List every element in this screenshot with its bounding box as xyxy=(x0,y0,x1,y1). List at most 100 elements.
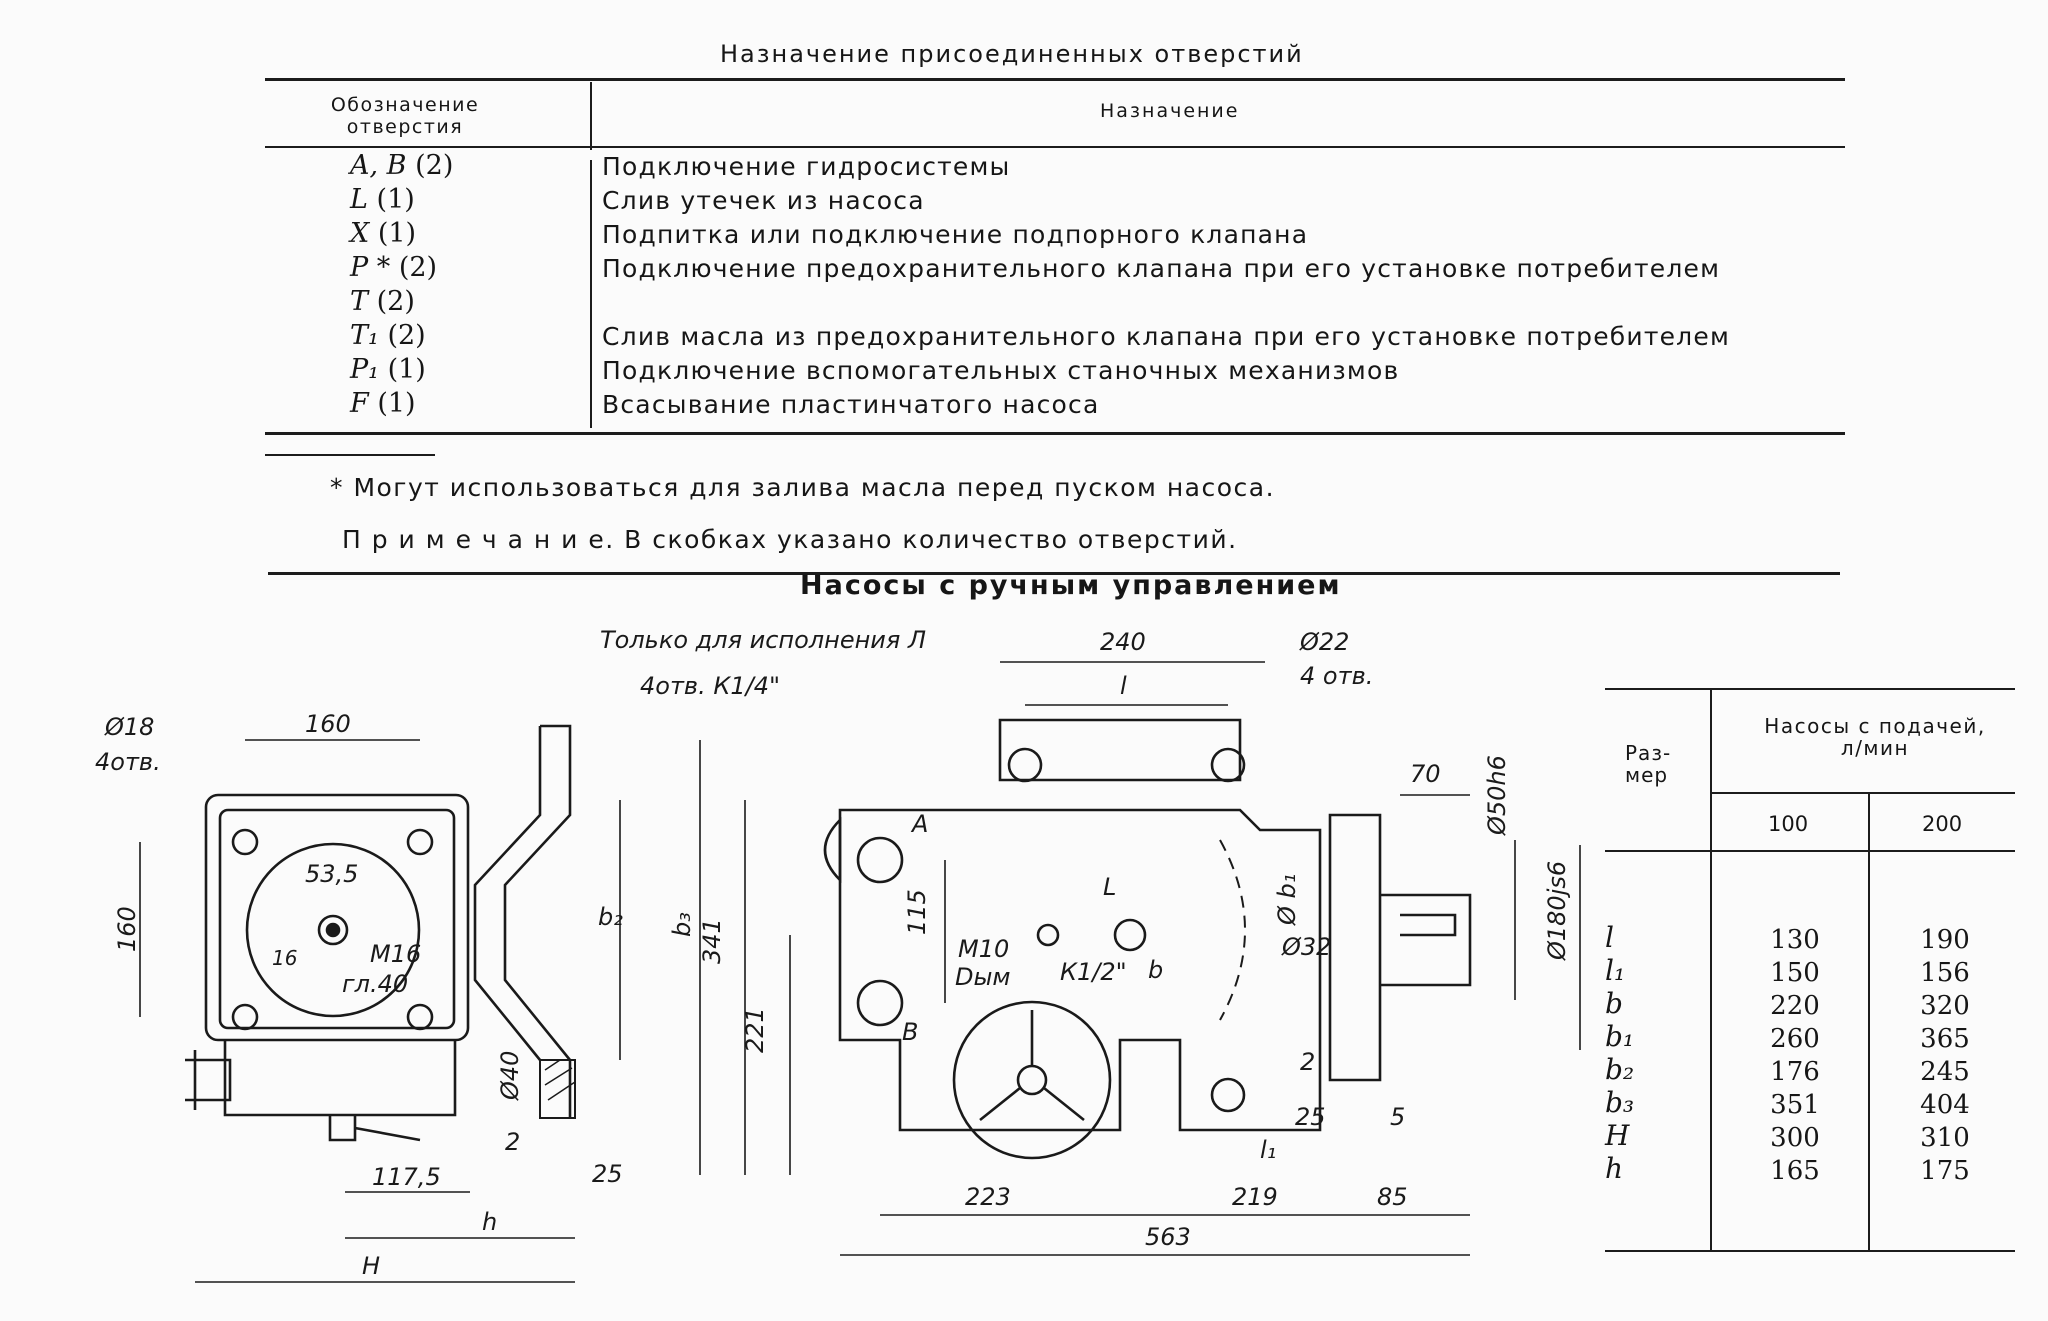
table-row: b₂ 176 245 xyxy=(1605,1053,2015,1089)
table-row: l 130 190 xyxy=(1605,921,2015,957)
bolt-hole xyxy=(231,828,259,856)
handwheel-hub xyxy=(1016,1064,1048,1096)
dim-label: 5 xyxy=(1390,1103,1405,1131)
bolt-hole xyxy=(231,1003,259,1031)
port-purpose: Подпитка или подключение подпорного клап… xyxy=(602,220,1309,249)
dim-label: 4отв. xyxy=(95,748,161,776)
dim-label: 117,5 xyxy=(372,1163,441,1191)
shaft-core xyxy=(325,922,341,938)
drawing-title: Насосы с ручным управлением xyxy=(800,570,1342,601)
size-symbol: l xyxy=(1605,921,1614,954)
row-divider xyxy=(590,160,592,428)
shaft-hole xyxy=(317,914,349,946)
port-code: F (1) xyxy=(350,388,416,419)
col-header-designation: Обозначение отверстия xyxy=(330,94,480,138)
dim-label: 219 xyxy=(1232,1183,1278,1211)
dim-label: Ø180js6 xyxy=(1543,861,1571,961)
value-200: 175 xyxy=(1920,1156,1970,1186)
value-100: 130 xyxy=(1770,925,1820,955)
size-symbol: b xyxy=(1605,987,1623,1020)
main-view xyxy=(823,718,1472,1160)
port-A xyxy=(856,836,904,884)
value-200: 320 xyxy=(1920,991,1970,1021)
port-L xyxy=(1113,918,1147,952)
dims-col-group: Насосы с подачей, л/мин xyxy=(1764,714,1986,760)
front-flange xyxy=(998,718,1242,782)
table-row: b 220 320 xyxy=(1605,987,2015,1023)
col-divider xyxy=(590,82,592,150)
bolt-hole xyxy=(406,828,434,856)
port-code: L (1) xyxy=(350,184,415,215)
port-code: T₁ (2) xyxy=(350,320,426,351)
flange-outline xyxy=(204,793,470,1042)
dim-label: 160 xyxy=(305,710,351,738)
port-purpose: Подключение гидросистемы xyxy=(602,152,1011,181)
value-200: 404 xyxy=(1920,1090,1970,1120)
hatch xyxy=(544,1059,576,1101)
left-view xyxy=(185,724,576,1142)
pump-drawing: Ø18 4отв. 160 160 53,5 16 M16 гл.40 117,… xyxy=(95,626,1581,1283)
dim-label: Ø50h6 xyxy=(1483,755,1511,836)
port-boss-A xyxy=(823,816,842,884)
central-boss xyxy=(245,842,421,1018)
port-purpose: Слив масла из предохранительного клапана… xyxy=(602,322,1730,351)
dim-label: b₃ xyxy=(668,912,696,937)
dim-label: l₁ xyxy=(1260,1136,1276,1164)
size-symbol: l₁ xyxy=(1605,954,1626,987)
ports-table-title: Назначение присоединенных отверстий xyxy=(720,40,1304,68)
value-100: 260 xyxy=(1770,1024,1820,1054)
dim-label: К1/2" xyxy=(1060,958,1127,986)
table-row: b₁ 260 365 xyxy=(1605,1020,2015,1056)
port-purpose: Слив утечек из насоса xyxy=(602,186,925,215)
dim-label: 70 xyxy=(1410,760,1441,788)
body-lower xyxy=(223,1040,457,1117)
dim-label: 85 xyxy=(1377,1183,1408,1211)
dim-label: 25 xyxy=(592,1160,623,1188)
shaft xyxy=(1380,893,1472,987)
value-200: 190 xyxy=(1920,925,1970,955)
lever xyxy=(328,1115,421,1142)
shaft-flange xyxy=(1328,813,1382,1082)
shaft-key xyxy=(1400,913,1457,937)
dim-label: 160 xyxy=(113,906,141,952)
value-100: 165 xyxy=(1770,1156,1820,1186)
port-label: L xyxy=(1103,873,1116,901)
size-symbol: b₂ xyxy=(1605,1053,1635,1086)
dim-label: l xyxy=(1120,672,1127,700)
dim-label: Ø22 xyxy=(1299,628,1349,656)
bolt-hole xyxy=(406,1003,434,1031)
footnote: * Могут использоваться для залива масла … xyxy=(330,473,1276,502)
arc-indicator xyxy=(1219,839,1246,1021)
port-code: P * (2) xyxy=(350,252,438,283)
dim-label: 240 xyxy=(1100,628,1146,656)
size-symbol: H xyxy=(1605,1119,1630,1152)
dims-col-divider xyxy=(1868,794,1870,1250)
dims-subheader-rule xyxy=(1712,792,2015,794)
handwheel xyxy=(952,1000,1112,1160)
handwheel-spokes xyxy=(979,1010,1085,1122)
value-200: 245 xyxy=(1920,1057,1970,1087)
port-purpose: Подключение предохранительного клапана п… xyxy=(602,254,1721,283)
port-label: A xyxy=(910,810,928,838)
dim-label: 223 xyxy=(965,1183,1011,1211)
dim-label: Ø32 xyxy=(1281,933,1331,961)
dim-label: 221 xyxy=(741,1007,769,1053)
table-top-rule xyxy=(265,78,1845,81)
dims-col-100: 100 xyxy=(1768,812,1809,836)
value-100: 150 xyxy=(1770,958,1820,988)
port-purpose: Всасывание пластинчатого насоса xyxy=(602,390,1100,419)
dim-label: 341 xyxy=(698,918,726,964)
mount-hole xyxy=(1210,1077,1246,1113)
dim-label: гл.40 xyxy=(342,970,408,998)
note: П р и м е ч а н и е. В скобках указано к… xyxy=(342,525,1238,554)
dim-label: 53,5 xyxy=(305,860,358,888)
dims-divider xyxy=(1710,690,1712,1250)
dim-label: Ø18 xyxy=(104,713,154,741)
dims-col-size: Раз- мер xyxy=(1625,741,1672,787)
port-code: T (2) xyxy=(350,286,415,317)
callout-label: Только для исполнения Л xyxy=(600,626,926,654)
value-200: 310 xyxy=(1920,1123,1970,1153)
port-code: A, B (2) xyxy=(350,150,454,181)
dim-label: M10 xyxy=(958,935,1009,963)
table-row: b₃ 351 404 xyxy=(1605,1086,2015,1122)
